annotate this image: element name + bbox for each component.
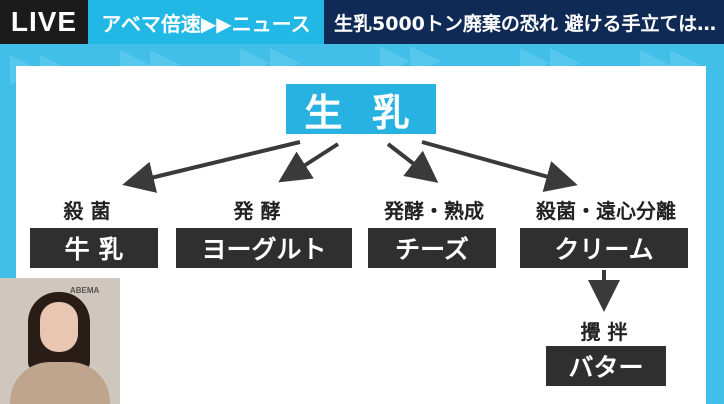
arrow-to-cream <box>421 140 578 193</box>
product-node-cheese: チーズ <box>368 228 496 268</box>
anchor-body <box>10 362 110 404</box>
arrow-to-milk <box>122 140 301 193</box>
process-label-milk: 殺 菌 <box>63 199 111 223</box>
product-node-milk: 牛 乳 <box>30 228 158 268</box>
program-label: アベマ倍速▶▶ニュース <box>101 11 311 36</box>
product-node-cream: クリーム <box>520 228 688 268</box>
process-label-yogurt: 発 酵 <box>233 199 281 223</box>
arrow-to-yogurt <box>278 142 340 183</box>
live-badge: LIVE <box>0 0 88 44</box>
program-badge: アベマ倍速▶▶ニュース <box>88 0 324 44</box>
headline-banner: 生乳5000トン廃棄の恐れ 避ける手立ては… <box>324 0 724 44</box>
arrow-to-cheese <box>386 142 439 183</box>
process-label-cream: 殺菌・遠心分離 <box>536 199 676 223</box>
top-bar: LIVE アベマ倍速▶▶ニュース 生乳5000トン廃棄の恐れ 避ける手立ては… <box>0 0 724 44</box>
product-label-cheese: チーズ <box>395 235 469 264</box>
root-label: 生 乳 <box>304 90 418 135</box>
product-node-yogurt: ヨーグルト <box>176 228 352 268</box>
anchor-logo: ABEMA <box>70 286 100 295</box>
anchor-video-inset: ABEMA <box>0 278 120 404</box>
process-label-cheese: 発酵・熟成 <box>384 199 484 223</box>
product-label-butter: バター <box>568 353 644 382</box>
process-label-butter: 攪 拌 <box>580 320 628 344</box>
headline-text: 生乳5000トン廃棄の恐れ 避ける手立ては… <box>334 12 717 35</box>
product-label-milk: 牛 乳 <box>64 235 124 264</box>
root-node: 生 乳 <box>286 84 436 135</box>
product-node-butter: バター <box>546 346 666 386</box>
anchor-face <box>40 302 78 352</box>
live-label: LIVE <box>10 6 78 37</box>
product-label-cream: クリーム <box>554 235 654 264</box>
product-label-yogurt: ヨーグルト <box>201 235 327 264</box>
